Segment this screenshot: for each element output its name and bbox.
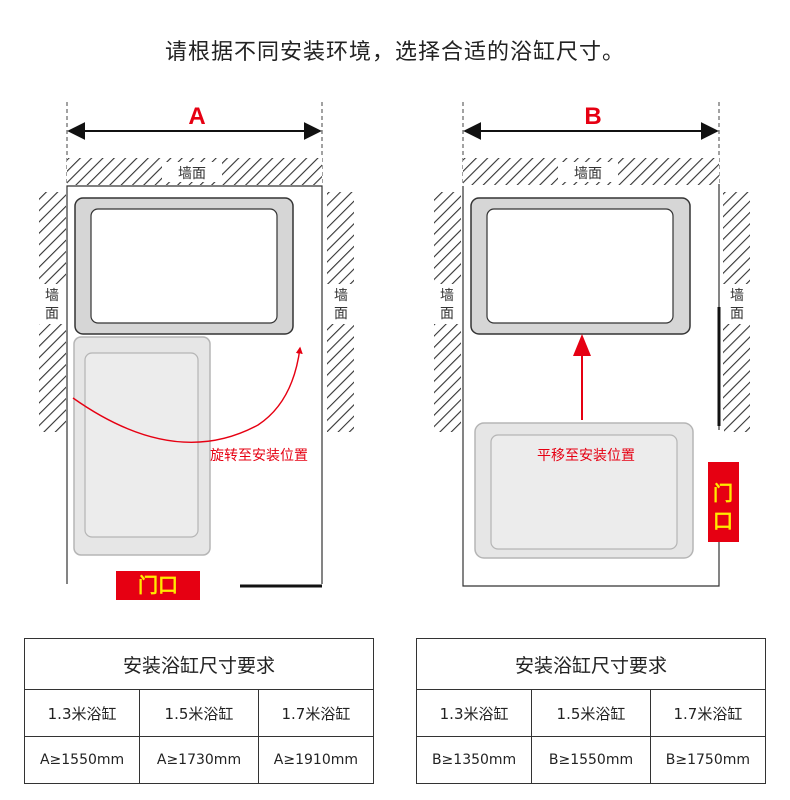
page-headline: 请根据不同安装环境，选择合适的浴缸尺寸。 <box>164 40 625 65</box>
size-requirement-table-a: 安装浴缸尺寸要求 1.3米浴缸 1.5米浴缸 1.7米浴缸 A≥1550mm A… <box>23 638 375 784</box>
room-outline <box>66 185 323 584</box>
dimension-label-a: A <box>188 103 205 130</box>
table-cell-requirement: B≥1550mm <box>531 736 651 784</box>
installed-tub-basin <box>90 208 278 324</box>
table-cell-size: 1.3米浴缸 <box>415 689 533 737</box>
top-wall-label: 墙面 <box>574 166 602 182</box>
table-cell-requirement: A≥1550mm <box>23 736 141 784</box>
table-cell-requirement: B≥1750mm <box>649 736 767 784</box>
door-label-box <box>116 571 200 600</box>
table-cell-size: 1.5米浴缸 <box>139 689 259 737</box>
right-wall-label-2: 面 <box>730 306 744 322</box>
door-label: 门口 <box>138 573 178 597</box>
right-wall-label-1: 墙 <box>730 288 744 304</box>
left-wall-label-1: 墙 <box>45 288 59 304</box>
table-cell-size: 1.7米浴缸 <box>257 689 375 737</box>
left-wall-label-2: 面 <box>440 306 454 322</box>
table-cell-size: 1.3米浴缸 <box>23 689 141 737</box>
table-cell-size: 1.7米浴缸 <box>649 689 767 737</box>
left-wall-label-2: 面 <box>45 306 59 322</box>
dimension-label-b: B <box>584 103 601 130</box>
top-wall-label: 墙面 <box>178 166 206 182</box>
shift-instruction: 平移至安装位置 <box>537 448 635 464</box>
diagram-b: B 墙面 墙 面 墙 面 平移至安装位置 门 口 <box>434 102 750 587</box>
rotate-instruction: 旋转至安装位置 <box>210 448 308 464</box>
shift-arrow-head <box>573 334 591 356</box>
door-label-1: 门 <box>713 481 733 505</box>
door-label-2: 口 <box>713 509 733 533</box>
installation-diagram: A 墙面 墙 面 墙 面 旋转至安装位置 门口 B <box>39 102 750 600</box>
rotation-arrow <box>72 346 303 443</box>
table-cell-requirement: B≥1350mm <box>415 736 533 784</box>
moving-tub-basin <box>84 352 199 538</box>
table-cell-requirement: A≥1910mm <box>257 736 375 784</box>
right-wall-label-2: 面 <box>334 306 348 322</box>
size-requirement-table-b: 安装浴缸尺寸要求 1.3米浴缸 1.5米浴缸 1.7米浴缸 B≥1350mm B… <box>415 638 767 784</box>
diagram-a: A 墙面 墙 面 墙 面 旋转至安装位置 门口 <box>39 102 354 600</box>
table-cell-requirement: A≥1730mm <box>139 736 259 784</box>
table-cell-size: 1.5米浴缸 <box>531 689 651 737</box>
moving-tub-basin <box>490 434 678 550</box>
installed-tub-basin <box>486 208 674 324</box>
left-wall-label-1: 墙 <box>440 288 454 304</box>
table-title: 安装浴缸尺寸要求 <box>24 638 374 690</box>
door-label-box <box>708 462 739 542</box>
right-wall-label-1: 墙 <box>334 288 348 304</box>
table-title: 安装浴缸尺寸要求 <box>416 638 766 690</box>
